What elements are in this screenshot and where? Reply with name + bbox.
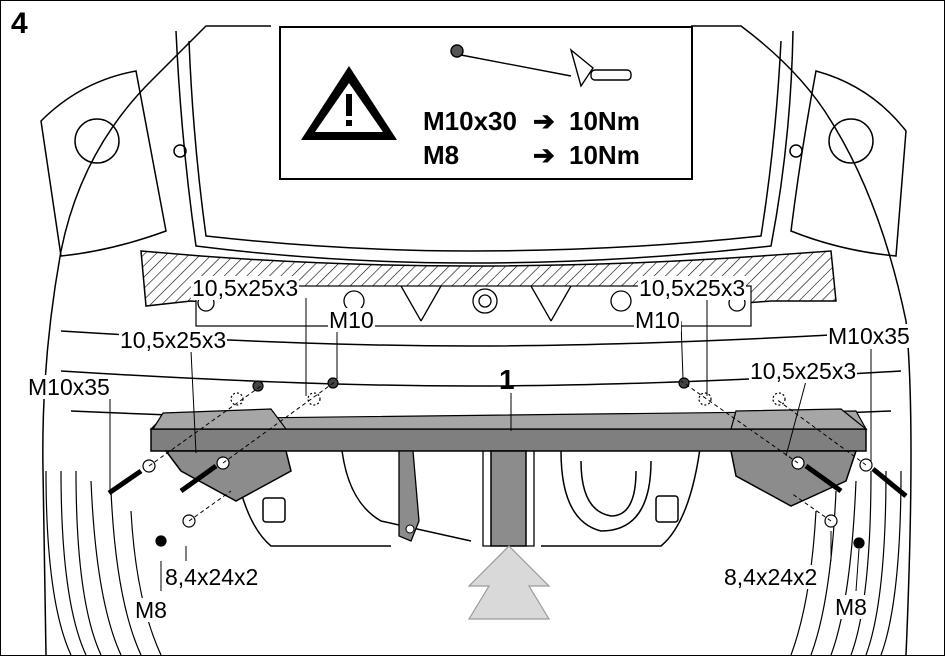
arrow-icon: ➔	[533, 106, 555, 136]
tow-hitch-neck	[490, 450, 527, 547]
tyre-left	[45, 470, 162, 655]
nut-label-right: M10	[634, 307, 681, 333]
torque-box-graphics	[301, 44, 632, 140]
bracket-right	[730, 450, 858, 507]
towbar-crossbar	[150, 428, 867, 452]
bolt-small-label-right: M8	[834, 594, 868, 620]
step-number: 4	[11, 7, 28, 40]
part-number-label: 1	[499, 364, 515, 395]
torque-spec-box: M10x30 ➔ 10Nm M8 ➔ 10Nm	[279, 26, 693, 180]
socket-bracket	[398, 450, 420, 542]
warning-icon	[301, 66, 397, 140]
washer-label-top-left: 10,5x25x3	[191, 275, 300, 301]
washer-label-mid-left: 10,5x25x3	[119, 327, 228, 353]
trunk-opening	[175, 30, 794, 264]
torque-spec-2-value: 10Nm	[569, 140, 640, 170]
tail-light-right	[790, 70, 907, 257]
arrow-icon: ➔	[533, 140, 555, 170]
tail-light-left	[40, 70, 167, 257]
bracket-left	[164, 450, 292, 502]
bolt-label-left: M10x35	[27, 374, 111, 400]
washer-label-top-right: 10,5x25x3	[638, 275, 747, 301]
bolt-small-label-left: M8	[134, 597, 168, 623]
washer-small-label-right: 8,4x24x2	[723, 564, 819, 590]
torque-spec-1-bolt: M10x30	[423, 106, 517, 136]
torque-wrench-icon	[450, 44, 632, 88]
torque-spec-1-value: 10Nm	[569, 106, 640, 136]
nut-label-left: M10	[328, 307, 375, 333]
bolt-label-right: M10x35	[827, 323, 911, 349]
washer-label-mid-right: 10,5x25x3	[749, 358, 858, 384]
washer-small-label-left: 8,4x24x2	[164, 564, 260, 590]
direction-arrow-icon	[467, 545, 551, 620]
torque-spec-2-bolt: M8	[423, 140, 460, 170]
bolt-left-outer	[107, 459, 156, 496]
bolt-right-inner	[859, 458, 908, 498]
